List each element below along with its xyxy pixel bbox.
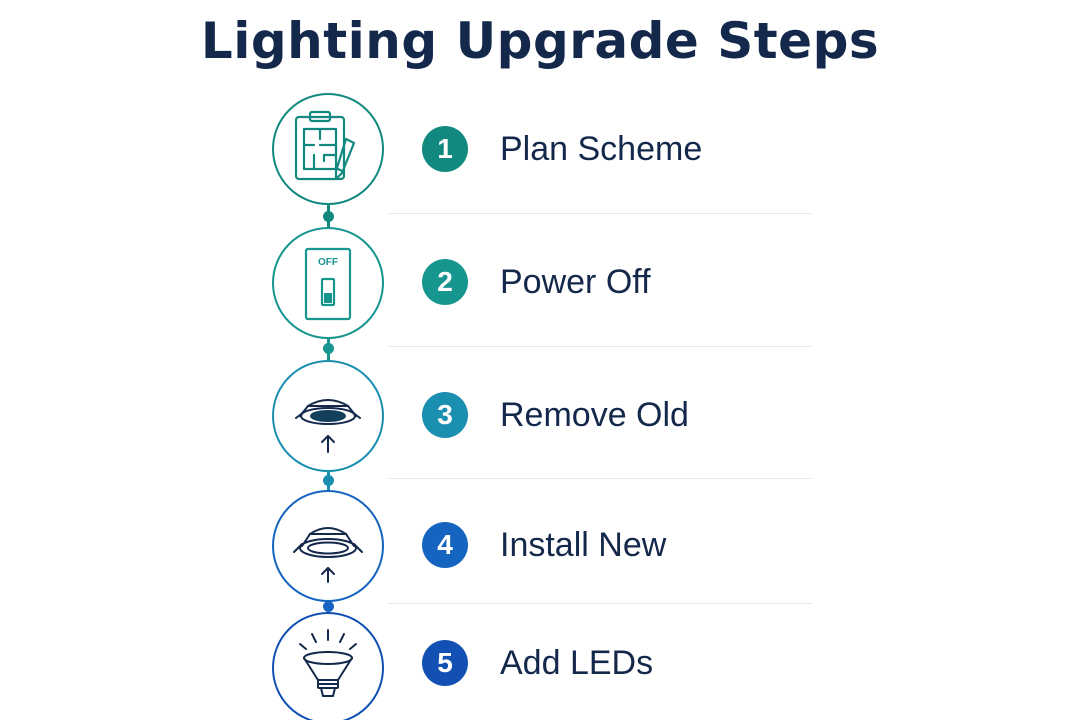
connector-dot-3-4: [323, 475, 334, 486]
divider-2: [388, 346, 812, 347]
connector-dot-4-5: [323, 601, 334, 612]
divider-4: [388, 603, 812, 604]
step-1-icon-circle: [272, 93, 384, 205]
floor-plan-clipboard-icon: [294, 110, 356, 181]
step-3-label: Remove Old: [500, 396, 689, 434]
step-5-icon-circle: [272, 612, 384, 720]
page-title: Lighting Upgrade Steps: [200, 12, 880, 70]
step-4-badge: 4: [422, 522, 468, 568]
connector-dot-2-3: [323, 343, 334, 354]
connector-dot-1-2: [323, 211, 334, 222]
led-bulb-icon: [299, 629, 357, 697]
step-5-label: Add LEDs: [500, 644, 654, 682]
divider-3: [388, 478, 812, 479]
divider-1: [388, 213, 812, 214]
step-3-icon-circle: [272, 360, 384, 472]
step-2-icon-circle: OFF: [272, 227, 384, 339]
step-4-icon-circle: [272, 490, 384, 602]
step-5-badge: 5: [422, 640, 468, 686]
step-1-label: Plan Scheme: [500, 130, 703, 168]
step-2-badge: 2: [422, 259, 468, 305]
step-2-label: Power Off: [500, 263, 651, 301]
step-3-badge: 3: [422, 392, 468, 438]
old-downlight-remove-icon: [295, 399, 361, 453]
switch-off-text: OFF: [318, 257, 338, 268]
step-4-label: Install New: [500, 526, 667, 564]
step-1-badge: 1: [422, 126, 468, 172]
light-switch-off-icon: OFF: [304, 247, 352, 321]
new-downlight-install-icon: [293, 527, 363, 583]
